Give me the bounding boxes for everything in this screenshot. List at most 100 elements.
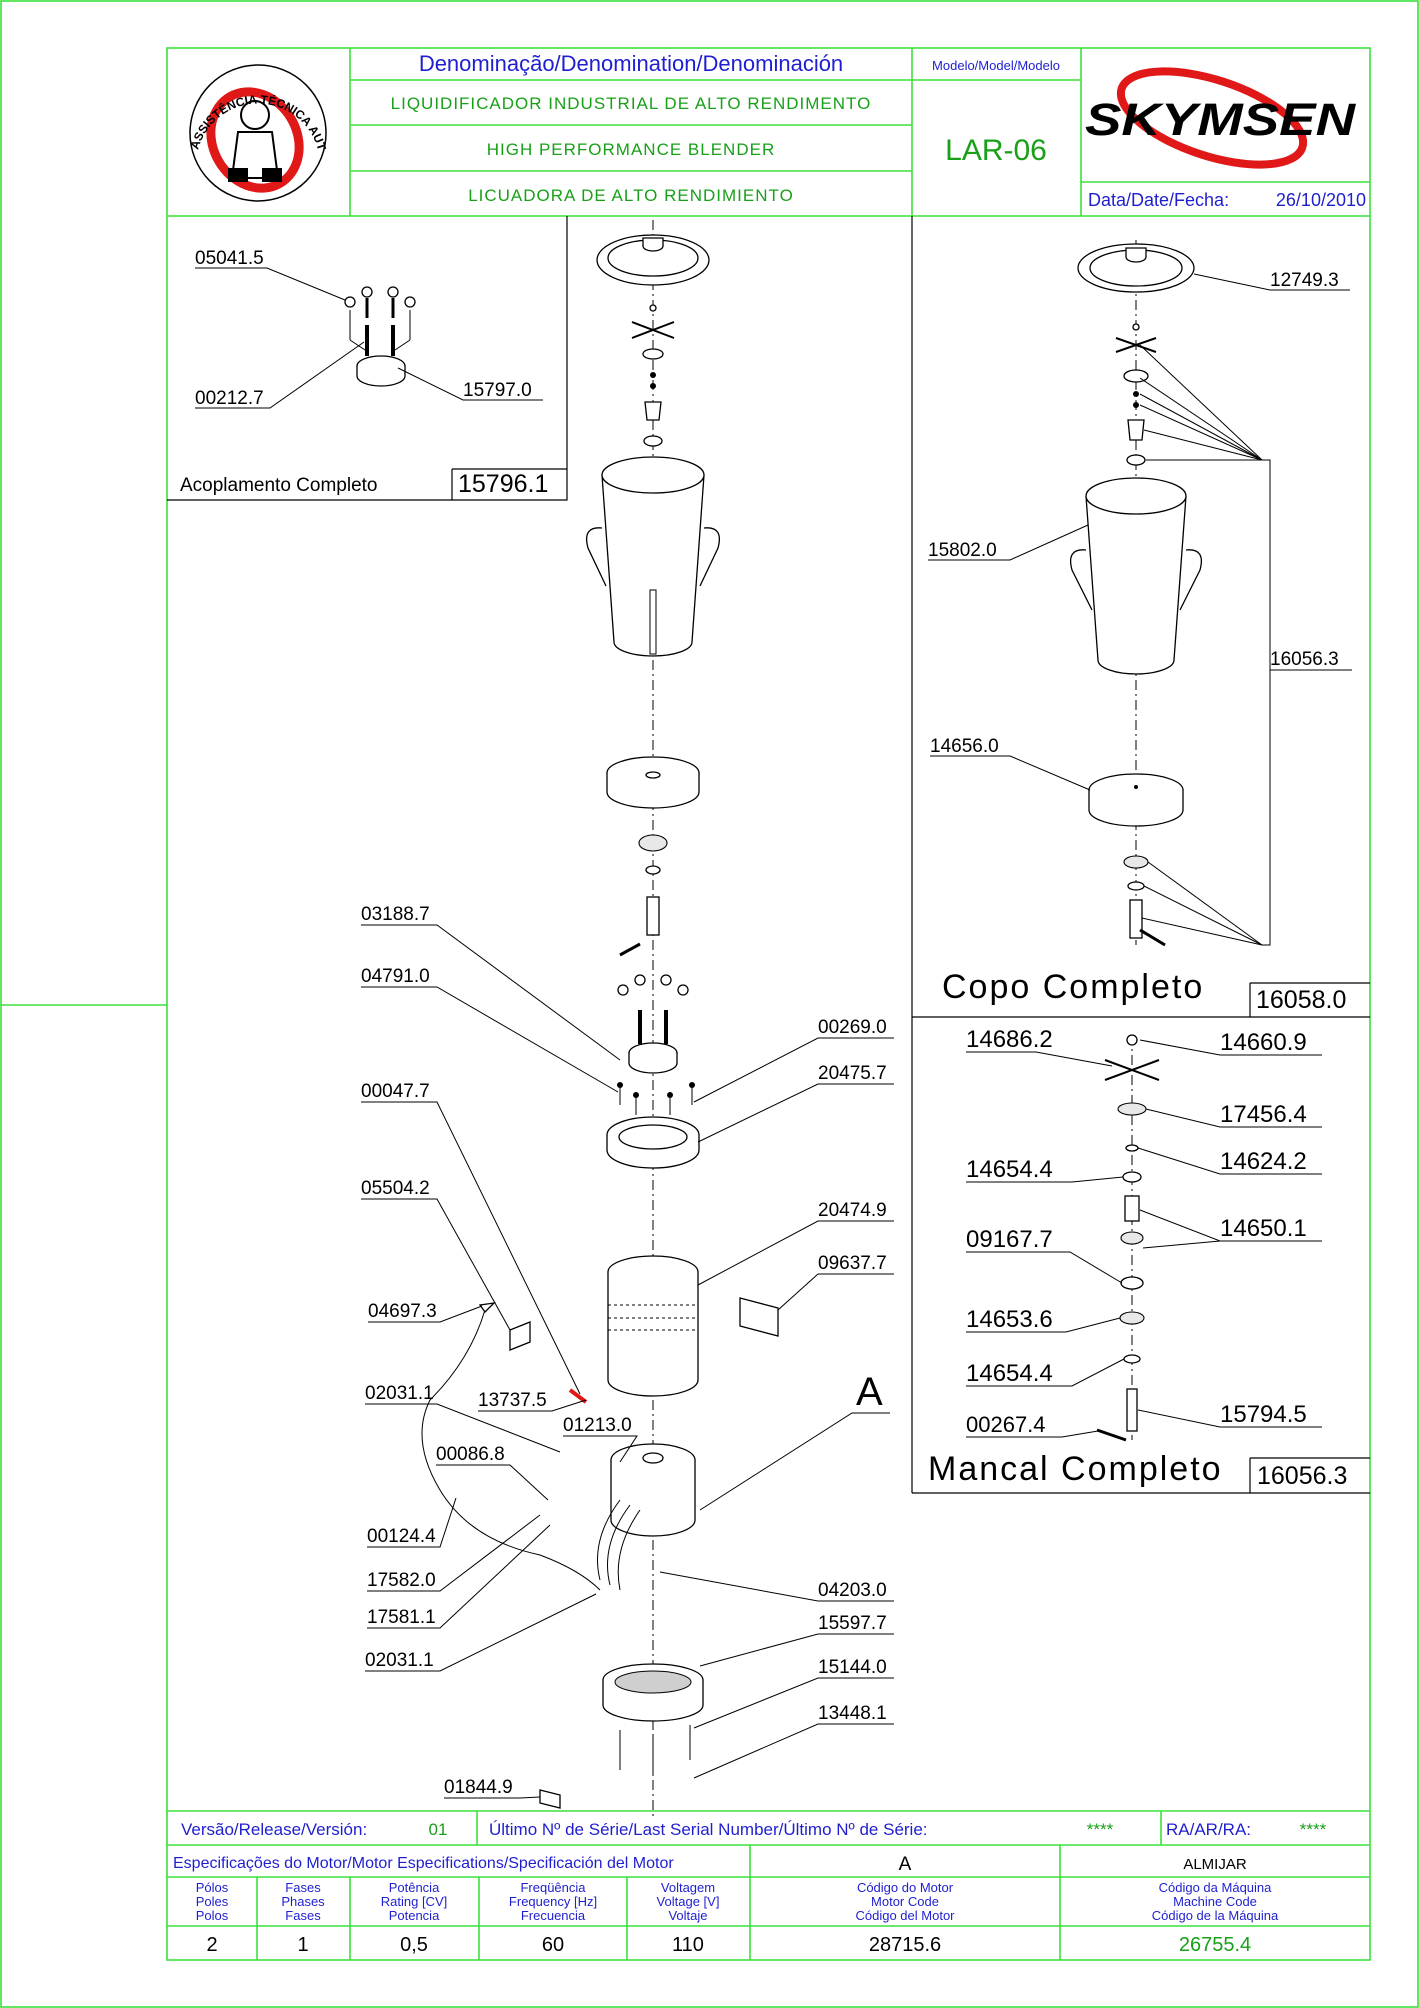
part-14654-4-a: 14654.4 xyxy=(966,1156,1053,1183)
motor-maker: ALMIJAR xyxy=(1183,1856,1247,1873)
part-15597-7: 15597.7 xyxy=(818,1613,887,1634)
part-04203-0: 04203.0 xyxy=(818,1580,887,1601)
part-03188-7: 03188.7 xyxy=(361,904,430,925)
part-15802-0: 15802.0 xyxy=(928,540,997,561)
name-spanish: LICUADORA DE ALTO RENDIMIENTO xyxy=(468,186,794,205)
part-17582-0: 17582.0 xyxy=(367,1570,436,1591)
part-14653-6: 14653.6 xyxy=(966,1306,1053,1333)
motor-spec-label: Especificações do Motor/Motor Especifica… xyxy=(173,1855,674,1872)
part-15794-5: 15794.5 xyxy=(1220,1401,1307,1428)
part-20475-7: 20475.7 xyxy=(818,1063,887,1084)
skymsen-logo: SKYMSEN xyxy=(1085,67,1357,169)
part-14650-1: 14650.1 xyxy=(1220,1215,1307,1242)
col-voltage-2: Voltage [V] xyxy=(657,1894,720,1909)
col-frequency-3: Frecuencia xyxy=(521,1908,586,1923)
cup-inset: Copo Completo 16058.0 12749.3 15802.0 16… xyxy=(911,216,1370,1493)
part-09637-7: 09637.7 xyxy=(818,1253,887,1274)
part-00086-8: 00086.8 xyxy=(436,1444,505,1465)
part-14656-0: 14656.0 xyxy=(930,736,999,757)
col-phases-3: Fases xyxy=(285,1908,321,1923)
part-01213-0: 01213.0 xyxy=(563,1415,632,1436)
part-20474-9: 20474.9 xyxy=(818,1200,887,1221)
part-14686-2: 14686.2 xyxy=(966,1026,1053,1053)
serial-label: Último Nº de Série/Last Serial Number/Úl… xyxy=(489,1820,928,1839)
part-00124-4: 00124.4 xyxy=(367,1526,436,1547)
part-16056-3: 16056.3 xyxy=(1270,649,1339,670)
part-14654-4-b: 14654.4 xyxy=(966,1360,1053,1387)
col-machine-code-1: Código da Máquina xyxy=(1159,1880,1273,1895)
part-00267-4: 00267.4 xyxy=(966,1412,1046,1437)
col-motor-code-2: Motor Code xyxy=(871,1894,939,1909)
name-portuguese: LIQUIDIFICADOR INDUSTRIAL DE ALTO RENDIM… xyxy=(391,94,872,113)
detail-a-marker: A xyxy=(856,1370,883,1414)
motor-ref: A xyxy=(899,1854,912,1875)
col-frequency-1: Freqüência xyxy=(520,1880,586,1895)
coupling-code: 15796.1 xyxy=(458,470,548,498)
col-poles-2: Poles xyxy=(196,1894,229,1909)
part-00047-7: 00047.7 xyxy=(361,1081,430,1102)
part-05041-5: 05041.5 xyxy=(195,248,264,269)
part-14660-9: 14660.9 xyxy=(1220,1029,1307,1056)
name-english: HIGH PERFORMANCE BLENDER xyxy=(487,140,775,159)
title-block: ASSISTÊNCIA TÉCNICA AUTORIZADA Denominaç… xyxy=(0,0,1370,217)
part-13448-1: 13448.1 xyxy=(818,1703,887,1724)
poles-value: 2 xyxy=(206,1934,217,1956)
part-15144-0: 15144.0 xyxy=(818,1657,887,1678)
col-phases-2: Phases xyxy=(281,1894,325,1909)
bearing-inset: Mancal Completo 16056.3 14686.2 14660.9 … xyxy=(912,1026,1370,1494)
col-machine-code-3: Código de la Máquina xyxy=(1152,1908,1279,1923)
col-motor-code-1: Código do Motor xyxy=(857,1880,954,1895)
version-value: 01 xyxy=(429,1820,448,1839)
part-01844-9: 01844.9 xyxy=(444,1777,513,1798)
part-04697-3: 04697.3 xyxy=(368,1301,437,1322)
col-power-2: Rating [CV] xyxy=(381,1894,447,1909)
model-title: Modelo/Model/Modelo xyxy=(932,58,1060,73)
denomination-title: Denominação/Denomination/Denominación xyxy=(419,51,843,76)
cup-code: 16058.0 xyxy=(1256,986,1346,1014)
machine-code-value: 26755.4 xyxy=(1179,1934,1251,1956)
col-poles-3: Polos xyxy=(196,1908,229,1923)
part-13737-5: 13737.5 xyxy=(478,1390,547,1411)
authorized-service-badge: ASSISTÊNCIA TÉCNICA AUTORIZADA xyxy=(0,0,329,202)
drawing-frame xyxy=(166,47,1371,1961)
coupling-title: Acoplamento Completo xyxy=(180,475,378,496)
col-frequency-2: Frequency [Hz] xyxy=(509,1894,597,1909)
col-power-3: Potencia xyxy=(389,1908,440,1923)
part-02031-1-b: 02031.1 xyxy=(365,1650,434,1671)
date-value: 26/10/2010 xyxy=(1276,190,1366,210)
part-02031-1-a: 02031.1 xyxy=(365,1383,434,1404)
brand-name: SKYMSEN xyxy=(1085,94,1357,145)
footer-table: Versão/Release/Versión: 01 Último Nº de … xyxy=(167,1810,1370,1960)
cup-title: Copo Completo xyxy=(942,968,1204,1006)
version-label: Versão/Release/Versión: xyxy=(181,1820,367,1839)
phases-value: 1 xyxy=(297,1934,308,1956)
ra-value: **** xyxy=(1300,1820,1327,1839)
date-label: Data/Date/Fecha: xyxy=(1088,190,1229,210)
part-15797-0: 15797.0 xyxy=(463,380,532,401)
col-voltage-1: Voltagem xyxy=(661,1880,715,1895)
part-00212-7: 00212.7 xyxy=(195,388,264,409)
model-number: LAR-06 xyxy=(945,134,1047,167)
col-phases-1: Fases xyxy=(285,1880,321,1895)
col-motor-code-3: Código del Motor xyxy=(856,1908,956,1923)
part-12749-3: 12749.3 xyxy=(1270,270,1339,291)
coupling-inset: Acoplamento Completo 15796.1 05041.5 002… xyxy=(167,216,568,501)
col-power-1: Potência xyxy=(389,1880,440,1895)
part-09167-7: 09167.7 xyxy=(966,1226,1053,1253)
col-poles-1: Pólos xyxy=(196,1880,229,1895)
part-05504-2: 05504.2 xyxy=(361,1178,430,1199)
serial-value: **** xyxy=(1087,1820,1114,1839)
col-machine-code-2: Machine Code xyxy=(1173,1894,1257,1909)
col-voltage-3: Voltaje xyxy=(668,1908,707,1923)
part-00269-0: 00269.0 xyxy=(818,1017,887,1038)
bearing-title: Mancal Completo xyxy=(928,1450,1223,1488)
motor-code-value: 28715.6 xyxy=(869,1934,941,1956)
part-17581-1: 17581.1 xyxy=(367,1607,436,1628)
bearing-code: 16056.3 xyxy=(1257,1462,1347,1490)
frequency-value: 60 xyxy=(542,1934,564,1956)
part-14624-2: 14624.2 xyxy=(1220,1148,1307,1175)
main-exploded-view: 03188.7 04791.0 00269.0 20475.7 00047.7 … xyxy=(361,220,894,1820)
voltage-value: 110 xyxy=(672,1934,704,1956)
